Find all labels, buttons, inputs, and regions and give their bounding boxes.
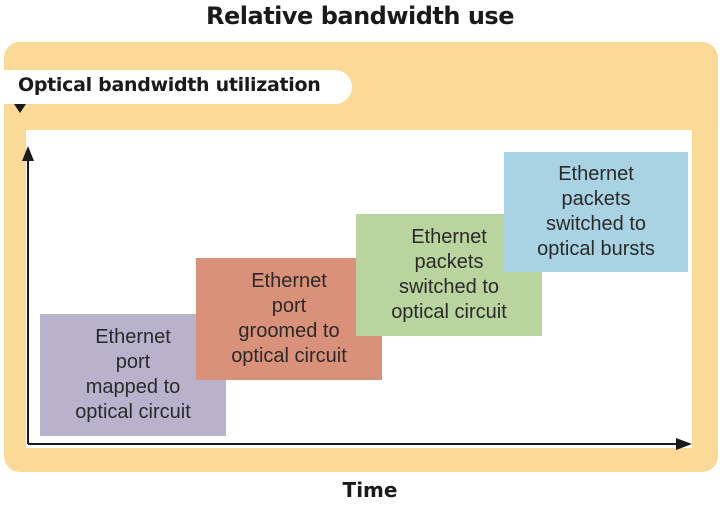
step-1-line-3: mapped to <box>85 376 181 398</box>
step-4-line-3: switched to <box>545 213 647 235</box>
step-3-line-4: optical circuit <box>391 301 507 323</box>
step-2-line-4: optical circuit <box>231 345 347 367</box>
y-label-pointer-icon <box>14 104 26 113</box>
step-2-line-3: groomed to <box>238 320 340 342</box>
x-axis-arrow-icon <box>676 438 692 450</box>
step-3-line-2: packets <box>414 251 484 273</box>
step-3-line-1: Ethernet <box>411 226 487 248</box>
x-axis-label: Time <box>342 478 398 502</box>
y-axis-label-tab <box>4 70 352 104</box>
diagram-title: Relative bandwidth use <box>206 2 514 30</box>
step-box-2: Ethernet port groomed to optical circuit <box>196 258 382 380</box>
step-4-line-4: optical bursts <box>537 238 655 260</box>
y-axis-label: Optical bandwidth utilization <box>18 74 321 96</box>
step-1-line-1: Ethernet <box>95 326 171 348</box>
step-2-line-2: port <box>271 295 307 317</box>
step-4-line-2: packets <box>561 188 631 210</box>
step-1-line-4: optical circuit <box>75 401 191 423</box>
step-3-line-3: switched to <box>398 276 500 298</box>
step-4-line-1: Ethernet <box>558 163 634 185</box>
step-1-line-2: port <box>115 351 151 373</box>
step-2-line-1: Ethernet <box>251 270 327 292</box>
step-box-4: Ethernet packets switched to optical bur… <box>504 152 688 272</box>
step-box-1: Ethernet port mapped to optical circuit <box>40 314 226 436</box>
y-axis-arrow-icon <box>22 146 34 161</box>
